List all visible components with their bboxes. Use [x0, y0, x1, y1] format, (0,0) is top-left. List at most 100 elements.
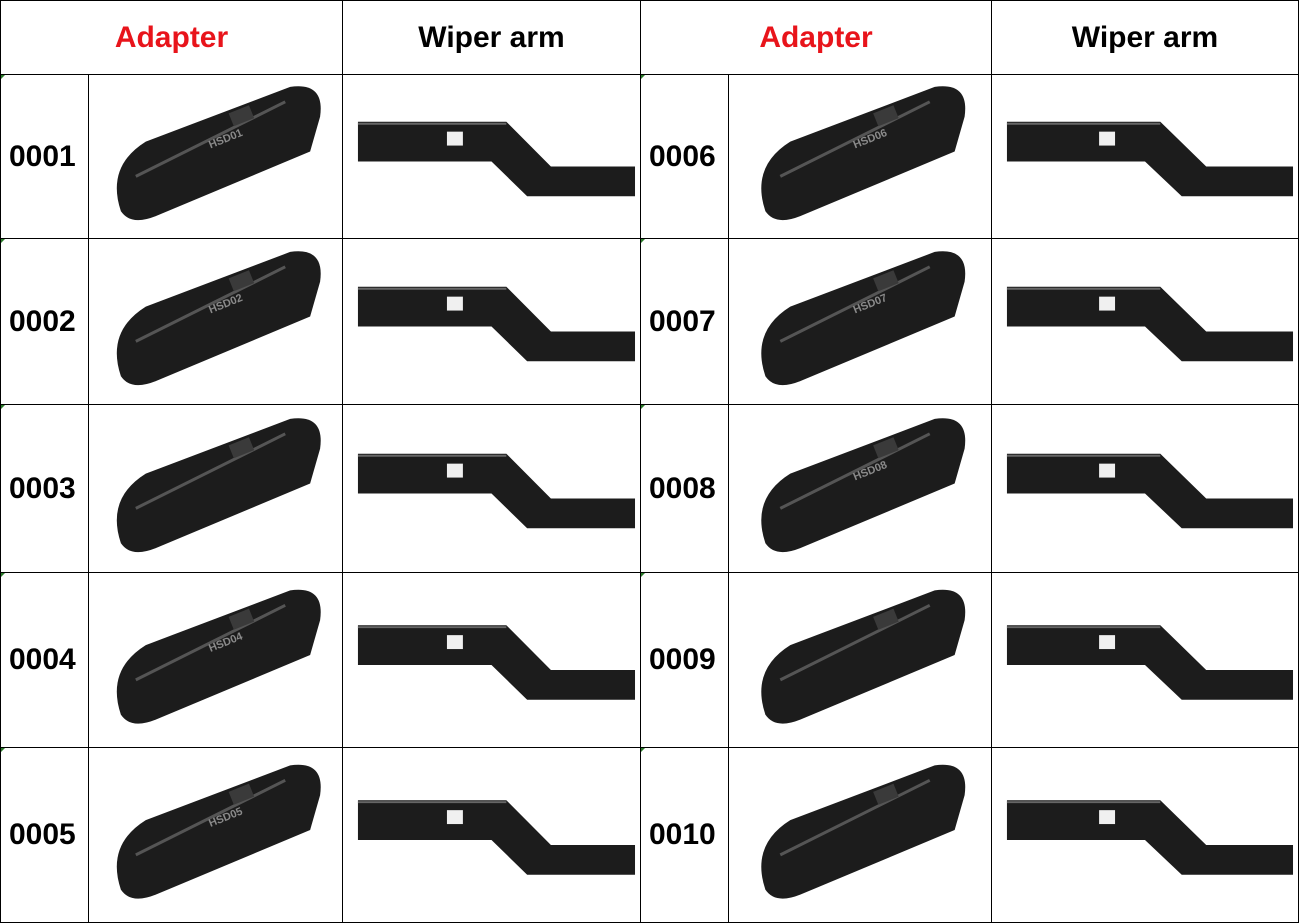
- part-number-0009: 0009: [641, 573, 729, 748]
- wiper-arm-cell-0005: [343, 748, 641, 923]
- wiper-arm-image-0008: [1006, 453, 1294, 529]
- adapter-cell-0002: HSD02: [89, 239, 343, 405]
- part-number-0008: 0008: [641, 405, 729, 573]
- wiper-arm-hole-0001: [446, 131, 463, 146]
- adapter-highlight-0002: [135, 265, 286, 343]
- adapter-highlight-0005: [135, 778, 286, 857]
- adapter-image-0002: HSD02: [116, 251, 321, 386]
- adapter-image-0007: HSD07: [761, 251, 966, 386]
- wiper-arm-bar-0008: [1006, 453, 1294, 529]
- wiper-arm-hole-0002: [446, 296, 463, 311]
- wiper-arm-bar-0007: [1006, 286, 1294, 362]
- adapter-cell-0003: [89, 405, 343, 573]
- header-wiper-arm-right: Wiper arm: [992, 1, 1299, 75]
- wiper-arm-cell-0010: [992, 748, 1299, 923]
- adapter-slot-0001: [228, 105, 255, 127]
- header-adapter-left: Adapter: [1, 1, 343, 75]
- part-number-0007: 0007: [641, 239, 729, 405]
- adapter-body-0007: [761, 251, 966, 386]
- wiper-arm-cell-0006: [992, 75, 1299, 239]
- wiper-arm-hole-0009: [1099, 635, 1116, 650]
- adapter-body-0008: [761, 418, 966, 553]
- adapter-highlight-0008: [779, 432, 931, 510]
- adapter-cell-0001: HSD01: [89, 75, 343, 239]
- adapter-slot-0003: [228, 437, 255, 459]
- adapter-image-0008: HSD08: [761, 418, 966, 553]
- adapter-body-0004: [116, 589, 321, 724]
- adapter-highlight-0007: [779, 265, 931, 343]
- adapter-highlight-0010: [779, 778, 931, 857]
- wiper-arm-bar-0006: [1006, 121, 1294, 197]
- wiper-arm-hole-0010: [1099, 810, 1116, 825]
- adapter-cell-0004: HSD04: [89, 573, 343, 748]
- wiper-arm-cell-0001: [343, 75, 641, 239]
- wiper-arm-hole-0005: [446, 810, 463, 825]
- wiper-arm-hole-0007: [1099, 296, 1116, 311]
- wiper-arm-cell-0009: [992, 573, 1299, 748]
- part-number-0003: 0003: [1, 405, 89, 573]
- wiper-arm-image-0010: [1006, 800, 1294, 875]
- adapter-body-0002: [116, 251, 321, 386]
- adapter-slot-0004: [228, 608, 255, 630]
- part-number-0001: 0001: [1, 75, 89, 239]
- wiper-arm-image-0007: [1006, 286, 1294, 362]
- wiper-arm-hole-0008: [1099, 463, 1116, 478]
- wiper-arm-cell-0004: [343, 573, 641, 748]
- header-adapter-right: Adapter: [641, 1, 992, 75]
- part-number-0006: 0006: [641, 75, 729, 239]
- adapter-image-0004: HSD04: [116, 589, 321, 724]
- adapter-image-0009: [761, 589, 966, 724]
- adapter-slot-0005: [228, 783, 255, 805]
- adapter-cell-0006: HSD06: [729, 75, 992, 239]
- adapter-image-0005: HSD05: [116, 764, 321, 899]
- wiper-arm-image-0002: [357, 286, 636, 362]
- wiper-arm-bar-0010: [1006, 800, 1294, 875]
- wiper-arm-image-0001: [357, 121, 636, 197]
- adapter-highlight-0004: [135, 603, 286, 682]
- adapter-slot-0007: [873, 270, 899, 292]
- adapter-highlight-0003: [135, 432, 286, 510]
- wiper-arm-cell-0003: [343, 405, 641, 573]
- adapter-body-0010: [761, 764, 966, 899]
- wiper-arm-bar-0009: [1006, 625, 1294, 700]
- wiper-arm-bar-0001: [357, 121, 636, 197]
- wiper-arm-cell-0002: [343, 239, 641, 405]
- part-number-0004: 0004: [1, 573, 89, 748]
- wiper-arm-cell-0007: [992, 239, 1299, 405]
- adapter-body-0006: [761, 86, 966, 221]
- adapter-image-0006: HSD06: [761, 86, 966, 221]
- adapter-cell-0007: HSD07: [729, 239, 992, 405]
- wiper-arm-image-0004: [357, 625, 636, 700]
- wiper-arm-image-0009: [1006, 625, 1294, 700]
- adapter-body-0005: [116, 764, 321, 899]
- adapter-body-0009: [761, 589, 966, 724]
- part-number-0005: 0005: [1, 748, 89, 923]
- adapter-image-0001: HSD01: [116, 86, 321, 221]
- adapter-highlight-0001: [135, 100, 286, 178]
- wiper-arm-bar-0004: [357, 625, 636, 700]
- wiper-arm-image-0006: [1006, 121, 1294, 197]
- part-number-0010: 0010: [641, 748, 729, 923]
- wiper-arm-bar-0003: [357, 453, 636, 529]
- wiper-arm-hole-0006: [1099, 131, 1116, 146]
- wiper-arm-image-0003: [357, 453, 636, 529]
- adapter-cell-0005: HSD05: [89, 748, 343, 923]
- adapter-highlight-0006: [779, 100, 931, 178]
- adapter-highlight-0009: [779, 603, 931, 682]
- adapter-image-0003: [116, 418, 321, 553]
- wiper-arm-cell-0008: [992, 405, 1299, 573]
- header-wiper-arm-left: Wiper arm: [343, 1, 641, 75]
- adapter-slot-0002: [228, 270, 255, 292]
- adapter-slot-0009: [873, 608, 899, 630]
- wiper-arm-bar-0002: [357, 286, 636, 362]
- wiper-arm-bar-0005: [357, 800, 636, 875]
- adapter-slot-0008: [873, 437, 899, 459]
- part-number-0002: 0002: [1, 239, 89, 405]
- adapter-cell-0010: [729, 748, 992, 923]
- adapter-image-0010: [761, 764, 966, 899]
- adapter-slot-0010: [873, 783, 899, 805]
- adapter-slot-0006: [873, 105, 899, 127]
- adapter-body-0001: [116, 86, 321, 221]
- adapter-body-0003: [116, 418, 321, 553]
